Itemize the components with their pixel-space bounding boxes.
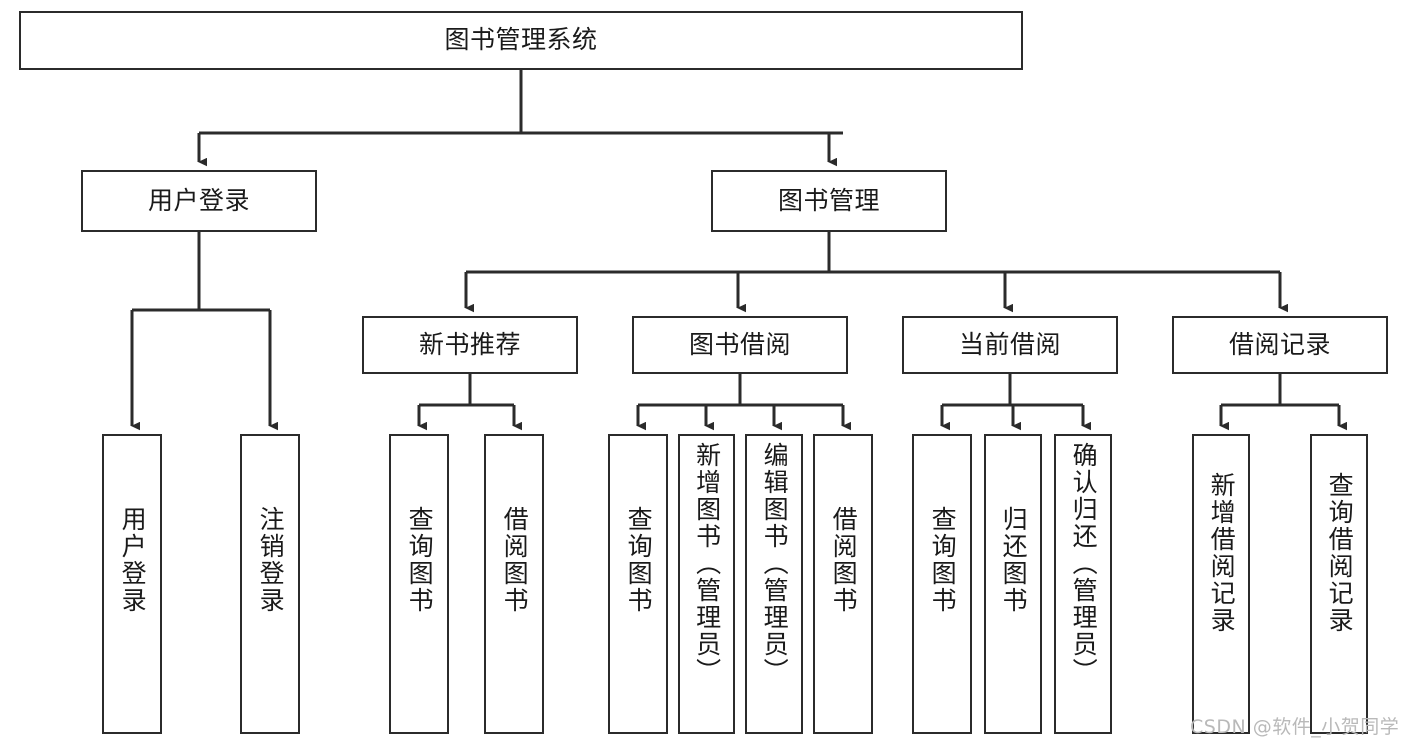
node-current-borrow[interactable]: 当前借阅 bbox=[902, 316, 1118, 374]
node-leaf-query-record-label: 查询借阅记录 bbox=[1325, 472, 1355, 634]
node-leaf-add-record-label: 新增借阅记录 bbox=[1207, 472, 1237, 634]
node-leaf-query-book-2-label: 查询图书 bbox=[624, 506, 654, 614]
node-new-book-recommend-label: 新书推荐 bbox=[418, 329, 521, 359]
node-book-borrow-label: 图书借阅 bbox=[688, 329, 791, 359]
node-book-borrow[interactable]: 图书借阅 bbox=[632, 316, 848, 374]
node-leaf-logout[interactable]: 注销登录 bbox=[240, 434, 300, 734]
node-leaf-add-book[interactable]: 新增图书（管理员） bbox=[678, 434, 735, 734]
node-leaf-return-book[interactable]: 归还图书 bbox=[984, 434, 1042, 734]
node-leaf-confirm-return-label: 确认归还（管理员） bbox=[1069, 442, 1099, 685]
node-leaf-add-record[interactable]: 新增借阅记录 bbox=[1192, 434, 1250, 734]
node-leaf-add-book-label: 新增图书（管理员） bbox=[692, 442, 722, 685]
node-user-login[interactable]: 用户登录 bbox=[81, 170, 317, 232]
node-book-manage[interactable]: 图书管理 bbox=[711, 170, 947, 232]
node-leaf-return-book-label: 归还图书 bbox=[999, 506, 1029, 614]
node-leaf-user-login[interactable]: 用户登录 bbox=[102, 434, 162, 734]
node-leaf-confirm-return[interactable]: 确认归还（管理员） bbox=[1054, 434, 1112, 734]
node-leaf-borrow-book-1-label: 借阅图书 bbox=[500, 506, 530, 614]
node-leaf-user-login-label: 用户登录 bbox=[118, 506, 148, 614]
node-leaf-logout-label: 注销登录 bbox=[256, 506, 286, 614]
node-user-login-label: 用户登录 bbox=[147, 185, 250, 215]
node-leaf-query-book-1[interactable]: 查询图书 bbox=[389, 434, 449, 734]
node-leaf-borrow-book-2[interactable]: 借阅图书 bbox=[813, 434, 873, 734]
node-borrow-record-label: 借阅记录 bbox=[1228, 329, 1331, 359]
node-book-manage-label: 图书管理 bbox=[777, 185, 880, 215]
node-leaf-query-book-3[interactable]: 查询图书 bbox=[912, 434, 972, 734]
node-root[interactable]: 图书管理系统 bbox=[19, 11, 1023, 70]
node-leaf-edit-book[interactable]: 编辑图书（管理员） bbox=[745, 434, 803, 734]
node-borrow-record[interactable]: 借阅记录 bbox=[1172, 316, 1388, 374]
node-leaf-edit-book-label: 编辑图书（管理员） bbox=[760, 442, 790, 685]
node-leaf-query-book-3-label: 查询图书 bbox=[928, 506, 958, 614]
node-root-label: 图书管理系统 bbox=[444, 25, 598, 55]
node-leaf-borrow-book-1[interactable]: 借阅图书 bbox=[484, 434, 544, 734]
node-leaf-query-book-2[interactable]: 查询图书 bbox=[608, 434, 668, 734]
node-leaf-query-book-1-label: 查询图书 bbox=[405, 506, 435, 614]
node-leaf-query-record[interactable]: 查询借阅记录 bbox=[1310, 434, 1368, 734]
node-new-book-recommend[interactable]: 新书推荐 bbox=[362, 316, 578, 374]
node-current-borrow-label: 当前借阅 bbox=[958, 329, 1061, 359]
node-leaf-borrow-book-2-label: 借阅图书 bbox=[829, 506, 859, 614]
